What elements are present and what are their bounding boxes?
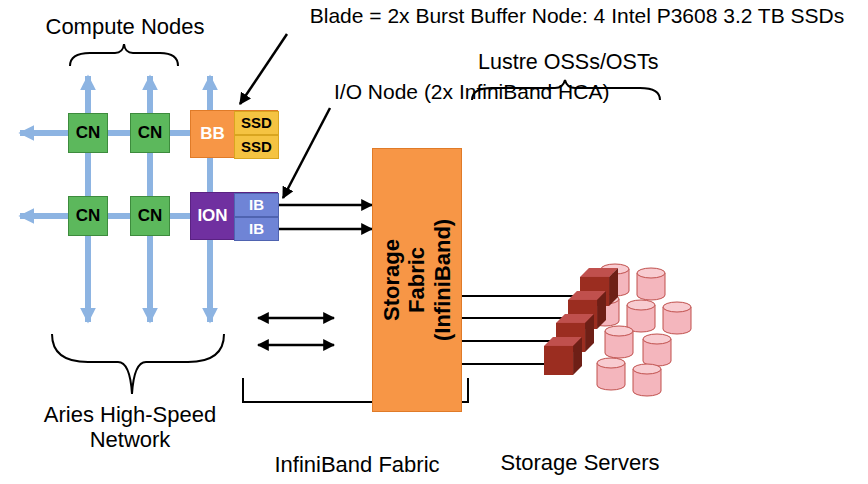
network-link (147, 236, 153, 322)
disk-cylinder (663, 302, 691, 334)
network-link (108, 130, 130, 136)
network-link (147, 153, 153, 196)
compute-node: CN (68, 196, 108, 236)
ssd-box: SSD (234, 111, 279, 135)
server-link (462, 295, 590, 297)
node-text-holder: IB (235, 218, 278, 240)
disk-cylinder (637, 268, 665, 300)
compute-node: CN (68, 113, 108, 153)
node-text-holder: IB (235, 194, 278, 216)
io-node: ION IB IB (190, 192, 278, 240)
network-link (20, 76, 210, 322)
infiniband-hca: IB (234, 193, 279, 217)
node-label: CN (76, 206, 101, 226)
network-link (207, 240, 213, 322)
network-link (170, 130, 190, 136)
network-link (20, 213, 68, 219)
network-link (170, 213, 190, 219)
network-link (85, 76, 91, 113)
node-text-holder: ION (191, 193, 234, 239)
node-label: SSD (241, 114, 272, 131)
node-text-holder: SSD (235, 112, 278, 134)
annotation-label: Aries High-Speed Network (30, 402, 230, 453)
network-link (85, 236, 91, 322)
callout-arrow (240, 34, 287, 104)
node-text-holder: Storage Fabric (InfiniBand) (373, 149, 461, 411)
arrow-connector (279, 204, 372, 207)
callout-arrow (283, 108, 330, 198)
disk-cylinder (605, 326, 633, 358)
node-label: BB (200, 124, 225, 144)
node-text-holder: CN (131, 197, 169, 235)
node-label: CN (76, 123, 101, 143)
disk-cylinder (627, 300, 655, 332)
arrow-connector (279, 228, 372, 231)
node-label: SSD (241, 138, 272, 155)
ssd-box: SSD (234, 135, 279, 159)
infiniband-hca: IB (234, 217, 279, 241)
storage-servers (544, 268, 618, 375)
annotation-label: Lustre OSSs/OSTs (478, 50, 658, 75)
storage-fabric: Storage Fabric (InfiniBand) (372, 148, 462, 412)
annotation-label: Storage Servers (500, 450, 660, 475)
double-arrow (258, 344, 334, 347)
node-label: CN (138, 123, 163, 143)
disk-cylinder (643, 334, 671, 366)
node-text-holder: CN (69, 114, 107, 152)
annotation-label: InfiniBand Fabric (262, 452, 452, 477)
network-link (207, 158, 213, 192)
disk-cylinder (633, 364, 661, 396)
group-brace (52, 334, 224, 394)
compute-node: CN (130, 113, 170, 153)
double-arrow (258, 317, 334, 320)
node-label: Storage Fabric (InfiniBand) (379, 219, 455, 341)
node-text-holder: CN (69, 197, 107, 235)
node-label: ION (197, 206, 227, 226)
group-bracket (70, 44, 178, 66)
network-link (20, 130, 68, 136)
compute-node: CN (130, 196, 170, 236)
network-link (207, 76, 213, 110)
node-text-holder: SSD (235, 136, 278, 158)
annotation-label: Compute Nodes (40, 14, 210, 39)
node-label: IB (249, 196, 264, 213)
network-link (108, 213, 130, 219)
server-box (544, 337, 582, 375)
network-link (85, 153, 91, 196)
disk-cylinder (597, 358, 625, 390)
annotation-label: Blade = 2x Burst Buffer Node: 4 Intel P3… (290, 4, 864, 28)
node-text-holder: CN (131, 114, 169, 152)
node-label: CN (138, 206, 163, 226)
annotation-label: I/O Node (2x InfiniBand HCA) (334, 80, 714, 104)
node-text-holder: BB (191, 111, 234, 157)
node-label: IB (249, 220, 264, 237)
network-link (147, 76, 153, 113)
burst-buffer-blade: BB SSD SSD (190, 110, 278, 158)
server-link (462, 363, 554, 365)
